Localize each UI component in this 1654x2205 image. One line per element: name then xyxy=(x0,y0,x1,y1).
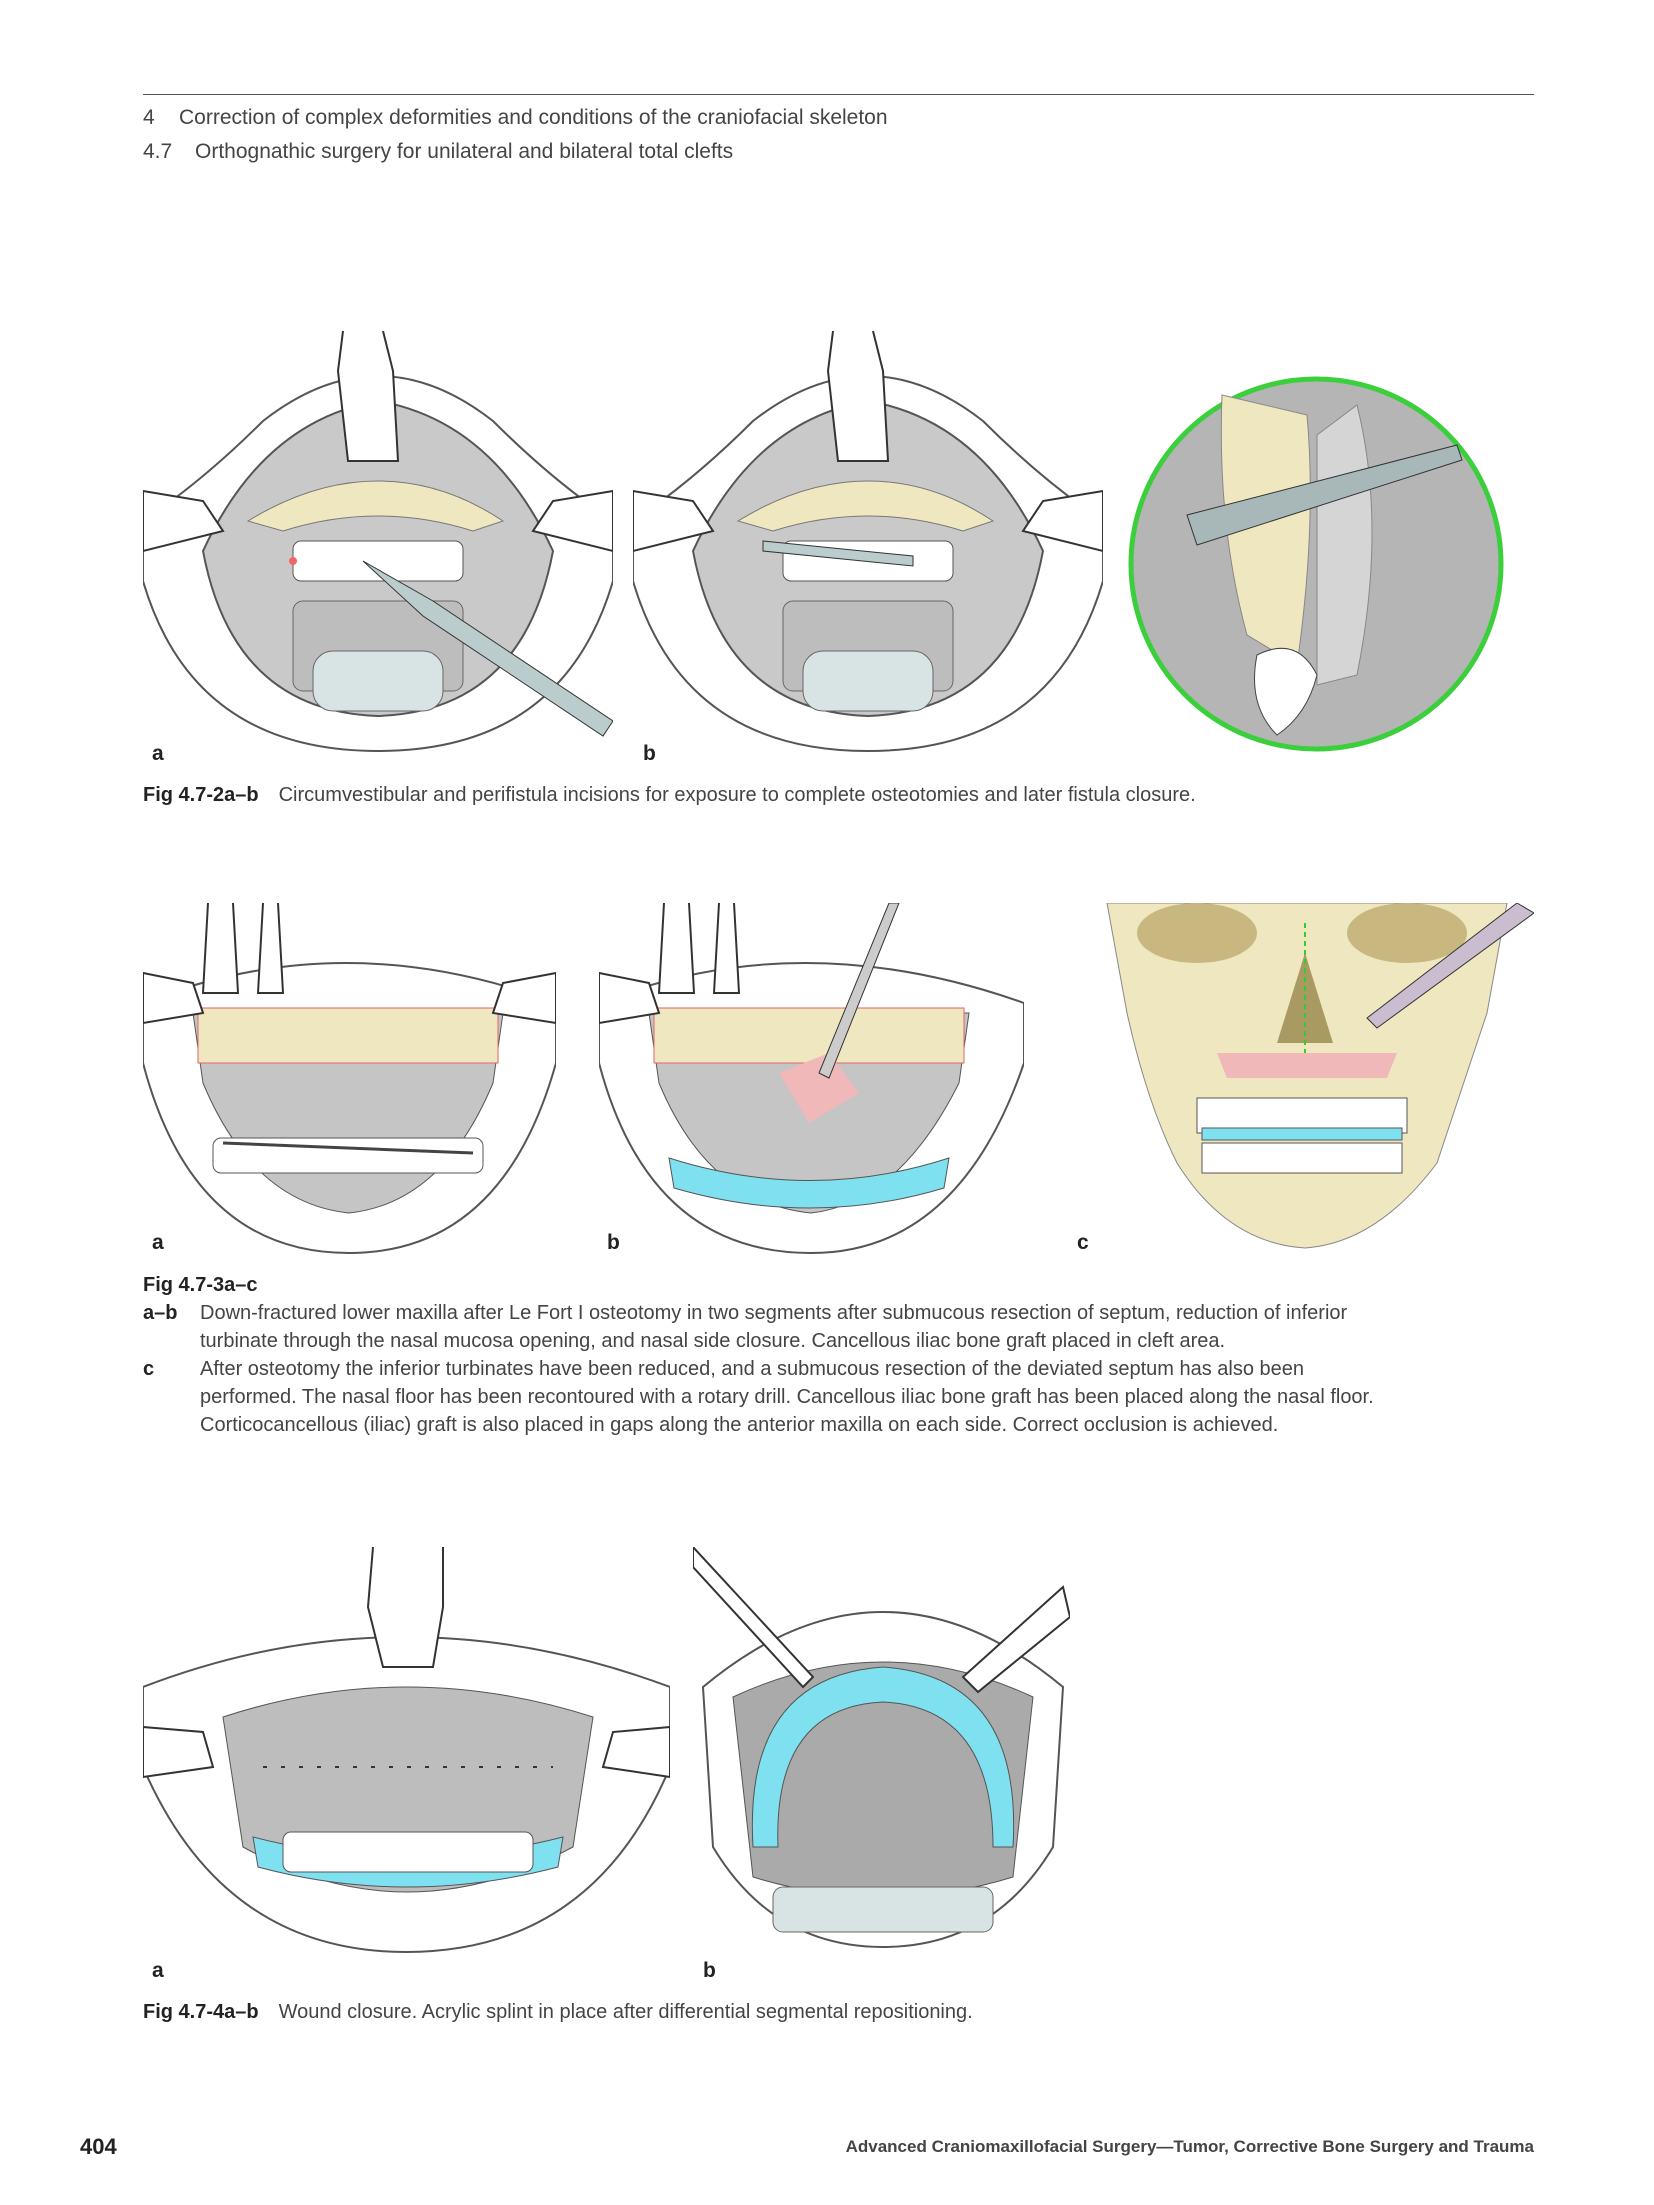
figure-2a-illustration xyxy=(143,331,613,753)
figure-4-id: Fig 4.7-4a–b xyxy=(143,2001,259,2023)
page-number: 404 xyxy=(80,2134,117,2159)
book-title: Advanced Craniomaxillofacial Surgery—Tum… xyxy=(845,2137,1534,2156)
figure-4-caption: Fig 4.7-4a–b Wound closure. Acrylic splin… xyxy=(143,2001,973,2024)
figure-3-id: Fig 4.7-3a–c xyxy=(143,1274,258,1296)
figure-2-caption: Fig 4.7-2a–b Circumvestibular and perifis… xyxy=(143,784,1196,807)
figure-2-id: Fig 4.7-2a–b xyxy=(143,784,259,806)
figure-4-label-b: b xyxy=(703,1959,716,1982)
figure-3b-illustration xyxy=(599,903,1024,1255)
figure-3a-illustration xyxy=(143,903,556,1255)
section-heading: 4.7 Orthognathic surgery for unilateral a… xyxy=(143,140,733,164)
caption-line: Corticocancellous (iliac) graft is also … xyxy=(200,1414,1279,1436)
figure-3c-illustration xyxy=(1106,903,1534,1249)
figure-4-label-a: a xyxy=(152,1959,164,1982)
chapter-title: Correction of complex deformities and co… xyxy=(179,106,888,129)
figure-4-caption-text: Wound closure. Acrylic splint in place a… xyxy=(278,2001,973,2023)
figure-3-label-a: a xyxy=(152,1231,164,1254)
caption-line: turbinate through the nasal mucosa openi… xyxy=(200,1330,1226,1352)
chapter-number: 4 xyxy=(143,106,155,129)
chapter-heading: 4 Correction of complex deformities and c… xyxy=(143,106,888,130)
figure-4a-illustration xyxy=(143,1547,670,1953)
caption-key-c: c xyxy=(143,1358,155,1380)
caption-line: performed. The nasal floor has been reco… xyxy=(200,1386,1374,1408)
figure-2-label-a: a xyxy=(152,742,164,765)
section-number: 4.7 xyxy=(143,140,173,163)
caption-line: Down-fractured lower maxilla after Le Fo… xyxy=(200,1302,1348,1324)
figure-2-label-b: b xyxy=(643,742,656,765)
figure-3-label-b: b xyxy=(607,1231,620,1254)
caption-line: After osteotomy the inferior turbinates … xyxy=(200,1358,1305,1380)
figure-2b-illustration xyxy=(633,331,1103,753)
caption-key-ab: a–b xyxy=(143,1302,178,1324)
figure-2-caption-text: Circumvestibular and perifistula incisio… xyxy=(278,784,1196,806)
figure-2-detail-circle xyxy=(1128,376,1504,752)
header-rule xyxy=(143,94,1534,95)
figure-4b-illustration xyxy=(693,1547,1070,1949)
section-title: Orthognathic surgery for unilateral and … xyxy=(195,140,734,163)
figure-3-label-c: c xyxy=(1077,1231,1089,1254)
